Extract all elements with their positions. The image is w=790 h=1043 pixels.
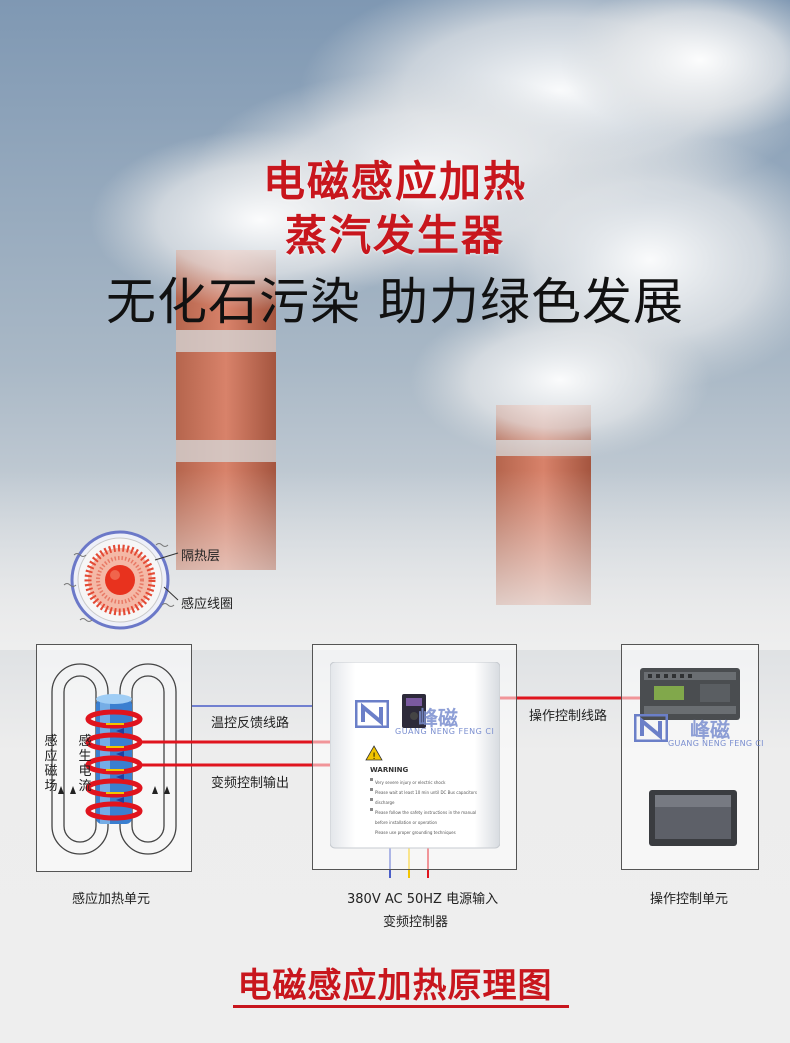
controller-brand-cn: 峰磁: [418, 706, 458, 730]
label-temp-feedback: 温控反馈线路: [211, 716, 290, 731]
slogan: 无化石污染 助力绿色发展: [106, 273, 684, 331]
label-freq-output: 变频控制输出: [211, 776, 290, 791]
caption-operation-unit: 操作控制单元: [650, 892, 729, 907]
title-line-2: 蒸汽发生器: [284, 211, 505, 260]
title-line-1: 电磁感应加热: [262, 157, 527, 206]
label-coil: 感应线圈: [181, 597, 234, 612]
caption-heating-unit: 感应加热单元: [72, 892, 151, 907]
caption-controller: 变频控制器: [383, 915, 449, 930]
heating-unit-diagram: [51, 663, 192, 855]
coil-cross-section: [63, 530, 179, 630]
footer-title: 电磁感应加热原理图: [237, 966, 553, 1006]
svg-text:!: !: [372, 752, 376, 762]
warning-line: Please wait at least 10 min until DC Bus…: [375, 790, 477, 805]
touchscreen-device: [649, 790, 737, 846]
operation-brand-en: GUANG NENG FENG CI: [668, 739, 764, 748]
controller-logo-icon: [354, 699, 395, 730]
label-power-input: 380V AC 50HZ 电源输入: [347, 892, 499, 907]
controller-brand-en: GUANG NENG FENG CI: [395, 727, 495, 736]
warning-title: WARNING: [370, 766, 409, 774]
label-op-control: 操作控制线路: [529, 709, 608, 724]
label-induced-field: 感应磁场: [44, 734, 58, 794]
controller-device: !: [330, 662, 500, 849]
warning-line: Very severe injury or electric shock: [375, 780, 446, 785]
warning-text: Very severe injury or electric shock Ple…: [375, 778, 485, 838]
operation-logo-icon: [633, 713, 674, 744]
warning-line: Please follow the safety instructions in…: [375, 810, 477, 825]
label-induced-current: 感生电流: [78, 734, 92, 794]
operation-brand-cn: 峰磁: [690, 718, 730, 742]
warning-line: Please use proper grounding techniques: [375, 830, 456, 835]
label-insulation: 隔热层: [181, 549, 221, 564]
footer-underline: [233, 1005, 569, 1008]
plc-device: [640, 668, 740, 720]
